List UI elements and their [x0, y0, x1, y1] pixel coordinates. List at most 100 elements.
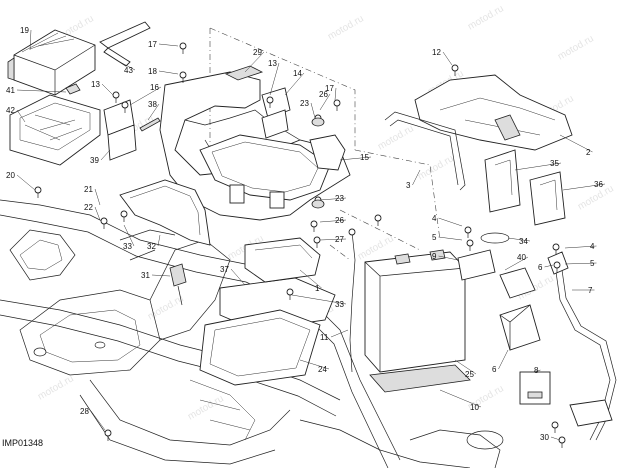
- part-7-cable: [547, 251, 617, 441]
- grommet: [311, 117, 325, 127]
- callout-27: 27: [335, 235, 344, 244]
- leader-line: [158, 70, 179, 75]
- leader-line: [94, 206, 101, 221]
- leader-line: [101, 83, 114, 96]
- callout-34: 34: [519, 237, 528, 246]
- part-25-battery: [364, 249, 466, 373]
- callout-26: 26: [319, 90, 328, 99]
- callout-17: 17: [148, 40, 157, 49]
- callout-21: 21: [84, 185, 93, 194]
- part-3-strap: [384, 111, 466, 191]
- callout-9: 9: [432, 252, 437, 261]
- leader-line: [119, 61, 136, 71]
- leader-line: [438, 255, 459, 261]
- leader-line: [151, 274, 171, 277]
- callout-26: 26: [335, 216, 344, 225]
- callout-33: 33: [123, 242, 132, 251]
- leader-line: [507, 237, 531, 242]
- callout-32: 32: [147, 242, 156, 251]
- leader-line: [504, 256, 529, 271]
- part-34-clamp: [480, 232, 510, 244]
- callout-42: 42: [6, 106, 15, 115]
- leader-line: [310, 102, 316, 119]
- leader-line: [244, 51, 265, 73]
- callout-40: 40: [517, 253, 526, 262]
- part-10-battery-pad: [369, 364, 471, 393]
- leader-line: [284, 72, 305, 96]
- fastener-bolt: [179, 71, 187, 79]
- callout-6: 6: [492, 365, 497, 374]
- part-19-control-unit: [7, 29, 96, 96]
- callout-14: 14: [293, 69, 302, 78]
- part-14-clip: [261, 87, 291, 139]
- leader-line: [438, 217, 463, 227]
- leader-line: [544, 264, 554, 268]
- fastener-bolt: [310, 220, 318, 228]
- callout-11: 11: [320, 333, 329, 342]
- fastener-bolt: [464, 226, 472, 234]
- callout-16: 16: [150, 83, 159, 92]
- callout-15: 15: [360, 153, 369, 162]
- part-43-strap: [99, 21, 151, 67]
- callout-17: 17: [325, 84, 334, 93]
- leader-line: [319, 238, 347, 241]
- watermark-text: motod.ru: [466, 3, 506, 32]
- fastener-bolt: [374, 214, 382, 222]
- watermark-text: motod.ru: [186, 393, 226, 422]
- diagram-code-label: IMP01348: [2, 438, 43, 448]
- watermark-text: motod.ru: [376, 123, 416, 152]
- callout-1: 1: [315, 284, 320, 293]
- callout-24: 24: [318, 365, 327, 374]
- callout-38: 38: [148, 100, 157, 109]
- leader-line: [438, 236, 463, 241]
- fastener-bolt: [34, 186, 42, 194]
- callout-22: 22: [84, 203, 93, 212]
- callout-3: 3: [406, 181, 411, 190]
- callout-35: 35: [550, 159, 559, 168]
- leader-line: [330, 329, 349, 338]
- leader-line: [291, 294, 347, 305]
- callout-4: 4: [590, 242, 595, 251]
- fastener-bolt: [121, 101, 129, 109]
- leader-line: [339, 156, 372, 161]
- fastener-bolt: [333, 99, 341, 107]
- part-8-fuse: [519, 371, 551, 405]
- fastener-bolt: [104, 429, 112, 437]
- callout-23: 23: [300, 99, 309, 108]
- part-9-holder: [457, 249, 496, 281]
- leader-line: [334, 87, 337, 101]
- leader-line: [564, 262, 597, 265]
- watermark-text: motod.ru: [326, 13, 366, 42]
- leader-line: [442, 51, 453, 66]
- leader-line: [158, 43, 179, 47]
- callout-13: 13: [268, 59, 277, 68]
- leader-line: [319, 219, 347, 223]
- fastener-bolt: [120, 210, 128, 218]
- part-29-pad: [224, 65, 264, 81]
- leader-line: [562, 183, 606, 191]
- callout-13: 13: [91, 80, 100, 89]
- fastener-bolt: [552, 243, 560, 251]
- part-6-solenoid: [499, 304, 541, 351]
- leader-line: [498, 349, 509, 370]
- callout-19: 19: [20, 26, 29, 35]
- part-35-clip: [484, 149, 521, 213]
- fastener-bolt: [451, 64, 459, 72]
- fastener-bolt: [266, 96, 274, 104]
- grommet: [311, 199, 325, 209]
- callout-7: 7: [588, 286, 593, 295]
- callout-12: 12: [432, 48, 441, 57]
- callout-28: 28: [80, 407, 89, 416]
- leader-line: [299, 359, 330, 370]
- part-2-top-cover: [414, 74, 573, 151]
- part-42-mounting-plate: [9, 94, 101, 166]
- callout-4: 4: [432, 214, 437, 223]
- fastener-bolt: [100, 217, 108, 225]
- callout-20: 20: [6, 171, 15, 180]
- leader-line: [319, 197, 347, 201]
- leader-line: [16, 109, 26, 123]
- leader-lines: [16, 29, 606, 441]
- part-32-side-cover: [119, 179, 211, 246]
